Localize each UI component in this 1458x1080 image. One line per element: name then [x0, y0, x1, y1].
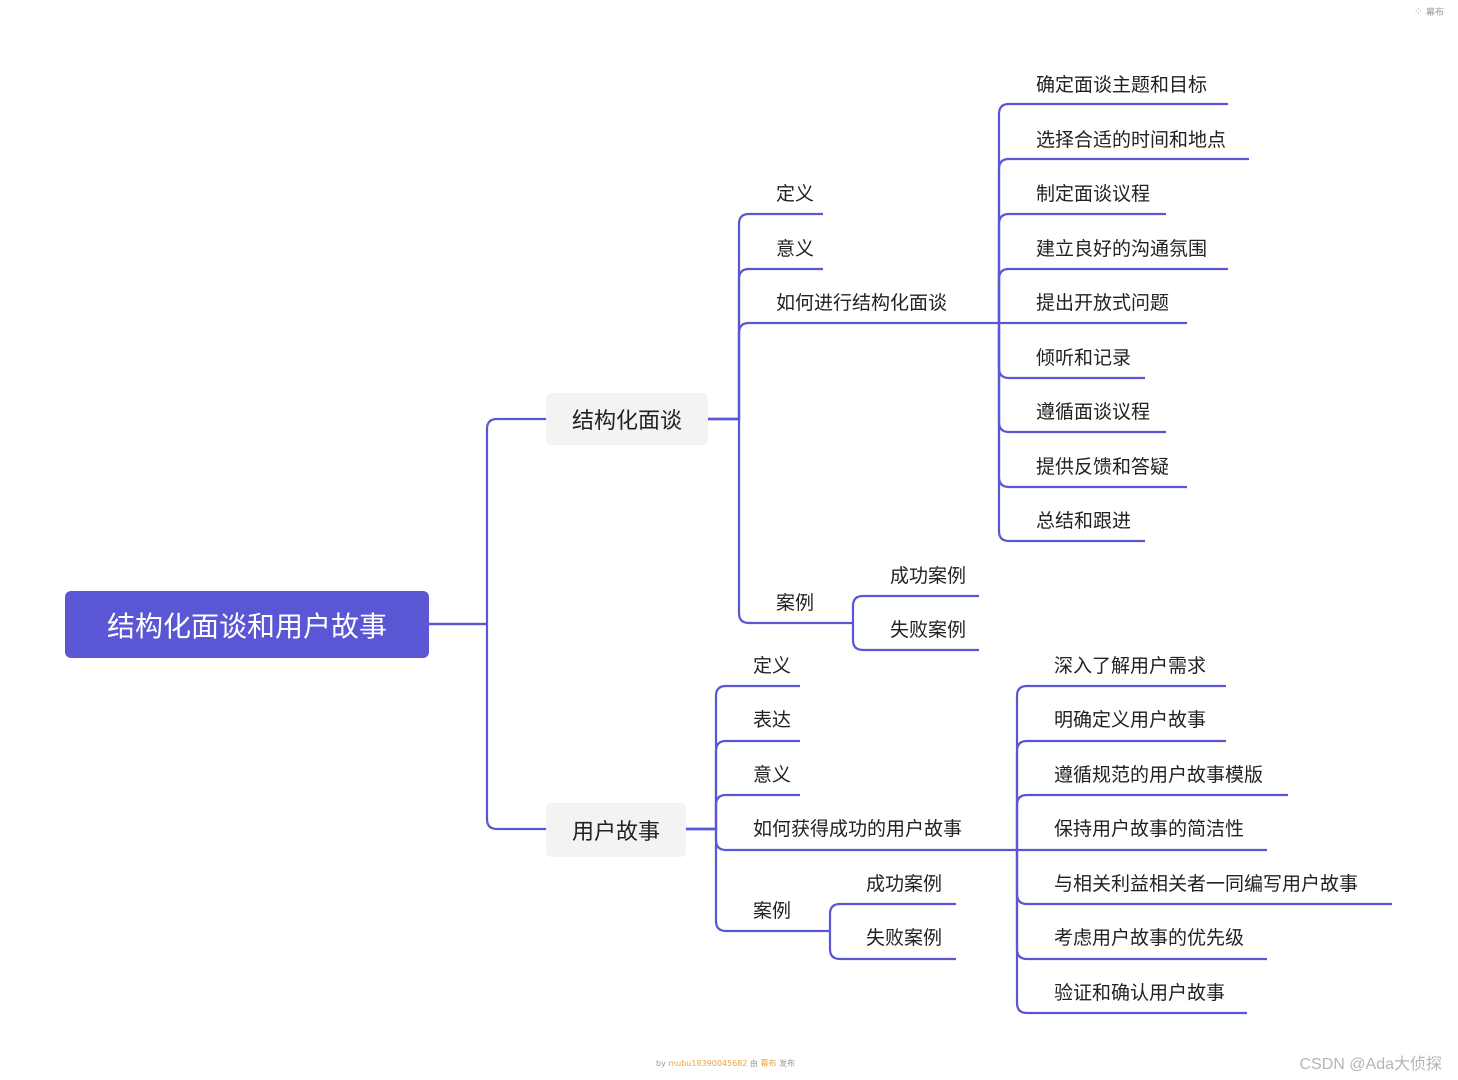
connector-line	[997, 157, 1249, 323]
b2-step[interactable]: 深入了解用户需求	[1054, 655, 1207, 677]
b1-step[interactable]: 倾听和记录	[1036, 347, 1132, 369]
mubu-logo-icon: ⁘	[1413, 5, 1423, 18]
connector-line	[708, 417, 853, 625]
connector-line	[686, 684, 800, 831]
mubu-brand[interactable]: ⁘ 幕布	[1414, 5, 1444, 18]
footer-middle: 由	[747, 1059, 761, 1068]
b2-node-expression[interactable]: 表达	[753, 709, 792, 731]
connector-line	[708, 212, 823, 421]
b1-step[interactable]: 总结和跟进	[1036, 510, 1132, 532]
connector-line	[1015, 684, 1226, 850]
b2-node-cases[interactable]: 案例	[753, 900, 792, 922]
connector-line	[708, 267, 823, 421]
b2-node-meaning[interactable]: 意义	[753, 764, 792, 786]
b2-node-definition[interactable]: 定义	[753, 655, 792, 677]
connector-line	[997, 102, 1228, 323]
b2-step[interactable]: 与相关利益相关者一同编写用户故事	[1054, 873, 1359, 895]
b1-step[interactable]: 提供反馈和答疑	[1036, 456, 1170, 478]
b2-case-failure[interactable]: 失败案例	[866, 927, 943, 949]
footer-credit: by mubu18390045682 由 幕布 发布	[656, 1058, 795, 1069]
connector-line	[997, 267, 1228, 323]
b1-step[interactable]: 提出开放式问题	[1036, 292, 1170, 314]
b2-case-success[interactable]: 成功案例	[866, 873, 943, 895]
b1-case-success[interactable]: 成功案例	[890, 565, 967, 587]
branch-node-user-story[interactable]: 用户故事	[546, 803, 686, 857]
b2-node-how-to[interactable]: 如何获得成功的用户故事	[753, 818, 963, 840]
b2-step[interactable]: 验证和确认用户故事	[1054, 982, 1226, 1004]
connector-line	[1015, 850, 1247, 1015]
connector-line	[997, 323, 1145, 543]
connector-line	[686, 793, 800, 831]
connector-line	[997, 212, 1166, 323]
b2-step[interactable]: 遵循规范的用户故事模版	[1054, 764, 1264, 786]
connector-line	[1015, 739, 1226, 850]
b1-step[interactable]: 遵循面谈议程	[1036, 401, 1151, 423]
connector-line	[828, 931, 956, 961]
b2-step[interactable]: 保持用户故事的简洁性	[1054, 818, 1245, 840]
b2-step[interactable]: 明确定义用户故事	[1054, 709, 1207, 731]
root-node[interactable]: 结构化面谈和用户故事	[65, 591, 429, 658]
footer-user[interactable]: mubu18390045682	[668, 1059, 748, 1068]
branch-node-structured-interview[interactable]: 结构化面谈	[546, 393, 708, 445]
b1-step[interactable]: 建立良好的沟通氛围	[1036, 238, 1208, 260]
connector-line	[851, 594, 979, 623]
connector-line	[686, 739, 800, 831]
connector-line	[828, 902, 956, 931]
b1-node-meaning[interactable]: 意义	[776, 238, 815, 260]
b1-case-failure[interactable]: 失败案例	[890, 619, 967, 641]
brand-label: 幕布	[1425, 8, 1444, 18]
footer-brand[interactable]: 幕布	[760, 1059, 777, 1068]
b1-step[interactable]: 确定面谈主题和目标	[1036, 74, 1208, 96]
connector-line	[429, 417, 546, 626]
connector-line	[429, 622, 546, 831]
b1-node-cases[interactable]: 案例	[776, 592, 815, 614]
watermark: CSDN @Ada大侦探	[1299, 1056, 1443, 1073]
connector-line	[851, 623, 979, 652]
footer-prefix: by	[656, 1059, 669, 1068]
b1-node-how-to[interactable]: 如何进行结构化面谈	[776, 292, 948, 314]
connector-line	[686, 827, 830, 933]
b2-step[interactable]: 考虑用户故事的优先级	[1054, 927, 1245, 949]
b1-step[interactable]: 制定面谈议程	[1036, 183, 1151, 205]
b1-node-definition[interactable]: 定义	[776, 183, 815, 205]
connector-line	[1015, 793, 1288, 850]
footer-suffix: 发布	[776, 1059, 795, 1068]
b1-step[interactable]: 选择合适的时间和地点	[1036, 129, 1227, 151]
connector-line	[708, 321, 999, 421]
